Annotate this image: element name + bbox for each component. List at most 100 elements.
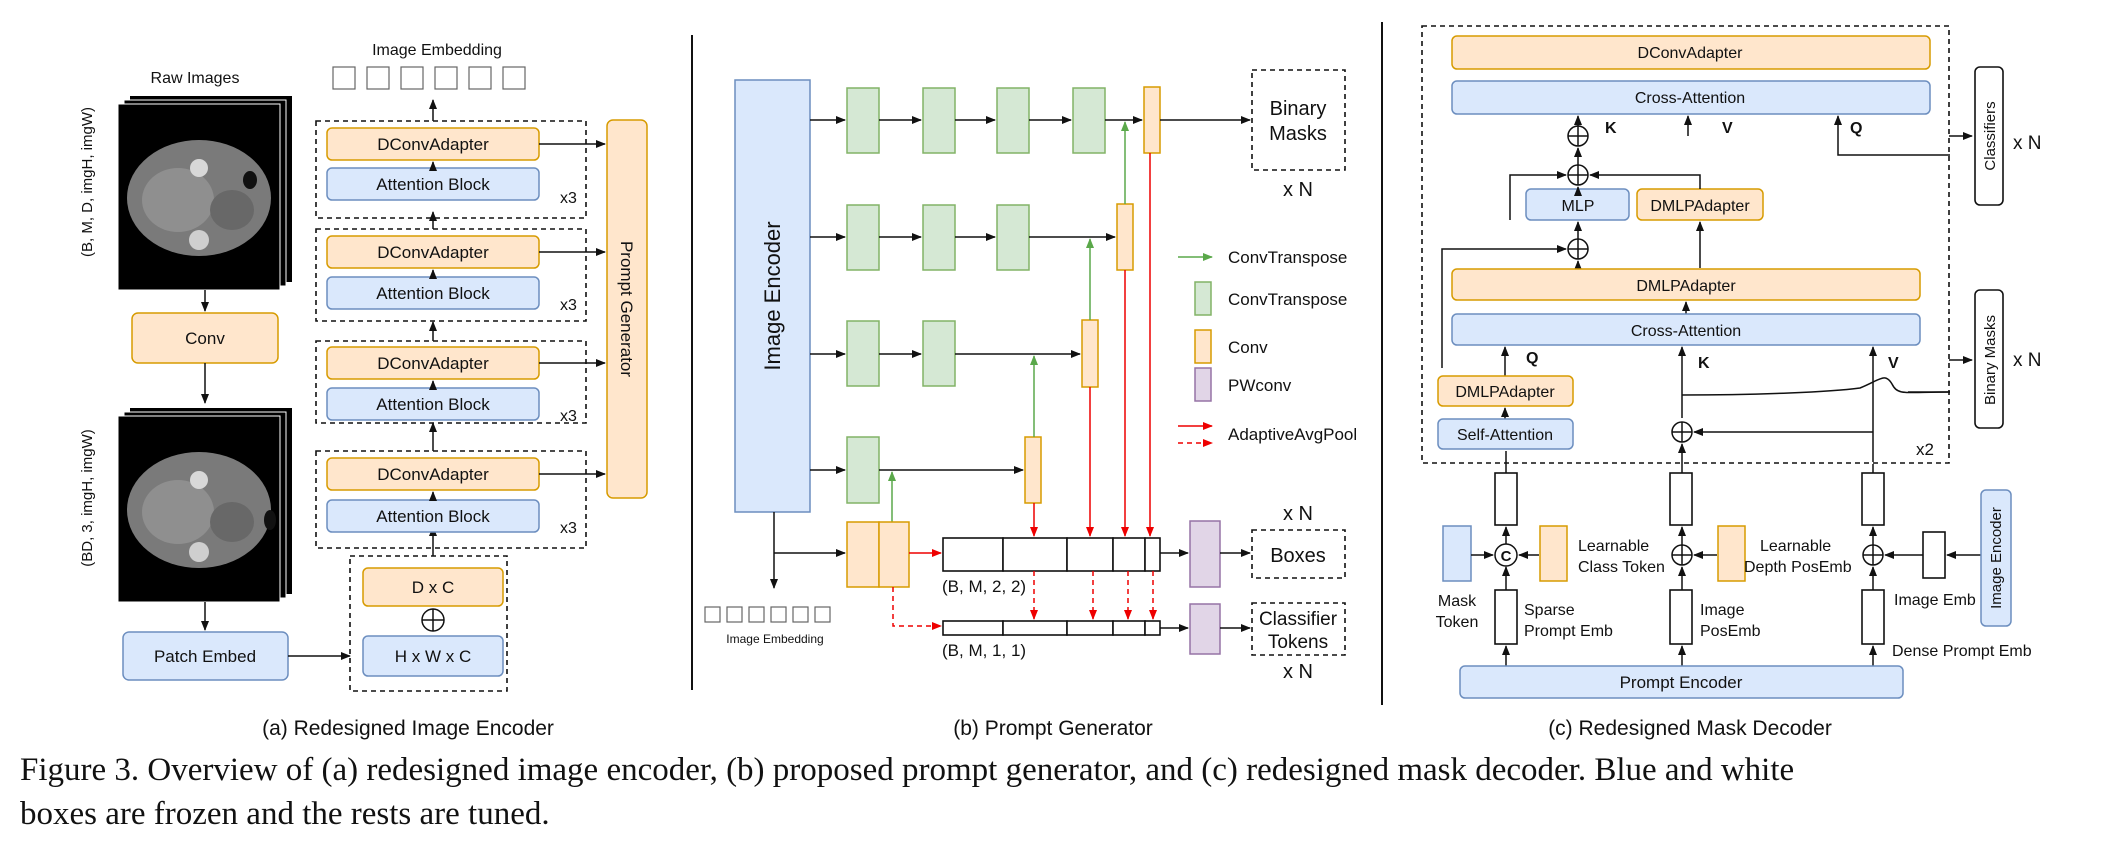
panel-b-prompt-generator: Image Encoder Binary Masks x N bbox=[704, 69, 1357, 740]
classifier-shape-label: (B, M, 1, 1) bbox=[942, 641, 1026, 660]
boxes-shape-label: (B, M, 2, 2) bbox=[942, 577, 1026, 596]
v-label: V bbox=[1722, 120, 1733, 137]
concat-label: C bbox=[1501, 548, 1512, 565]
binary-masks-label: Binary Masks bbox=[1982, 315, 1999, 405]
legend-item-adaptive-avg-pool: AdaptiveAvgPool bbox=[1228, 425, 1357, 444]
k-label: K bbox=[1605, 120, 1617, 137]
raw-ct-image-stack bbox=[117, 96, 292, 291]
hwc-box bbox=[362, 635, 504, 677]
encoder-block-2: DConvAdapter Attention Block x3 bbox=[315, 228, 587, 322]
d-x-c-label: D x C bbox=[412, 578, 455, 597]
sparse-label-1: Sparse bbox=[1524, 602, 1575, 619]
repeat-label: x3 bbox=[560, 297, 577, 314]
prompt-generator-label: Prompt Generator bbox=[617, 241, 636, 377]
dconv-adapter-label: DConvAdapter bbox=[377, 354, 489, 373]
image-embedding-label: Image Embedding bbox=[726, 632, 823, 646]
binary-masks-label-1: Binary bbox=[1270, 98, 1327, 120]
xn-label: x N bbox=[1283, 503, 1313, 525]
q-label: Q bbox=[1850, 120, 1862, 137]
architecture-diagram: Raw Images (B, M, D, imgH, imgW) Conv (B… bbox=[79, 22, 2042, 740]
dmlp-adapter-label: DMLPAdapter bbox=[1650, 198, 1750, 215]
panel-c-mask-decoder: x2 DConvAdapter Cross-Attention K V Q ML… bbox=[1421, 25, 2042, 740]
encoder-block-3: DConvAdapter Attention Block x3 bbox=[315, 340, 587, 425]
dmlp-adapter-label: DMLPAdapter bbox=[1455, 384, 1555, 401]
caption-b: (b) Prompt Generator bbox=[953, 717, 1153, 740]
encoder-block-4: DConvAdapter Attention Block x3 bbox=[315, 450, 587, 549]
k-label: K bbox=[1698, 355, 1710, 372]
image-embedding-label: Image Embedding bbox=[372, 42, 502, 59]
prompt-encoder-label: Prompt Encoder bbox=[1620, 673, 1743, 692]
legend-item-conv: Conv bbox=[1228, 338, 1268, 357]
image-pos-label-1: Image bbox=[1700, 602, 1745, 619]
conv-label: Conv bbox=[185, 329, 225, 348]
prompt-generator-box bbox=[606, 119, 648, 499]
embedding-tokens bbox=[332, 66, 526, 90]
image-encoder-label: Image Encoder bbox=[760, 221, 785, 370]
figure-caption: Figure 3. Overview of (a) redesigned ima… bbox=[20, 748, 2100, 836]
xn-label: x N bbox=[2013, 350, 2042, 371]
ct-image-stack bbox=[117, 408, 292, 603]
image-encoder-box bbox=[734, 79, 811, 513]
dconv-adapter-label: DConvAdapter bbox=[377, 465, 489, 484]
xn-label: x N bbox=[1283, 661, 1313, 683]
self-attention-label: Self-Attention bbox=[1457, 427, 1553, 444]
legend-item-conv-transpose: ConvTranspose bbox=[1228, 290, 1347, 309]
attention-block-label: Attention Block bbox=[376, 507, 490, 526]
mask-token-label-2: Token bbox=[1436, 614, 1479, 631]
dconv-adapter-label: DConvAdapter bbox=[377, 135, 489, 154]
repeat-label: x3 bbox=[560, 190, 577, 207]
legend-item-pwconv: PWconv bbox=[1228, 376, 1292, 395]
dconv-adapter-label: DConvAdapter bbox=[1638, 45, 1744, 62]
classifier-label-2: Tokens bbox=[1268, 632, 1328, 653]
figure-caption-line-1: Figure 3. Overview of (a) redesigned ima… bbox=[20, 752, 1795, 788]
image-encoder-label: Image Encoder bbox=[1988, 507, 2005, 609]
image-embedding-tokens bbox=[704, 606, 831, 623]
learnable-class-label-2: Class Token bbox=[1578, 559, 1665, 576]
image-emb-label: Image Emb bbox=[1894, 592, 1976, 609]
depth-embed-box bbox=[362, 567, 504, 607]
repeat-label: x3 bbox=[560, 520, 577, 537]
hwc-label: H x W x C bbox=[395, 647, 472, 666]
legend: ConvTranspose ConvTranspose Conv PWconv … bbox=[1178, 248, 1357, 447]
dconv-adapter-label: DConvAdapter bbox=[377, 243, 489, 262]
mask-token-label-1: Mask bbox=[1438, 593, 1477, 610]
boxes-label: Boxes bbox=[1270, 545, 1326, 567]
cross-attention-label: Cross-Attention bbox=[1635, 90, 1745, 107]
boxes-output bbox=[1251, 529, 1346, 579]
dmlp-adapter-label: DMLPAdapter bbox=[1636, 278, 1736, 295]
bd-shape-label: (BD, 3, imgH, imgW) bbox=[79, 429, 96, 567]
dense-prompt-label: Dense Prompt Emb bbox=[1892, 643, 2032, 660]
figure-caption-line-2: boxes are frozen and the rests are tuned… bbox=[20, 796, 550, 832]
binary-masks-label-2: Masks bbox=[1269, 123, 1327, 145]
classifier-tokens-output bbox=[1251, 602, 1346, 656]
raw-images-label: Raw Images bbox=[151, 70, 240, 87]
embed-sum-group bbox=[349, 555, 508, 692]
sparse-label-2: Prompt Emb bbox=[1524, 623, 1613, 640]
xn-label: x N bbox=[1283, 179, 1313, 201]
learnable-class-label-1: Learnable bbox=[1578, 538, 1649, 555]
v-label: V bbox=[1888, 355, 1899, 372]
attention-block-label: Attention Block bbox=[376, 175, 490, 194]
cross-attention-label: Cross-Attention bbox=[1631, 323, 1741, 340]
encoder-block-1: DConvAdapter Attention Block x3 bbox=[315, 120, 587, 219]
learnable-depth-label-2: Depth PosEmb bbox=[1744, 559, 1852, 576]
caption-a: (a) Redesigned Image Encoder bbox=[262, 717, 554, 740]
learnable-depth-label-1: Learnable bbox=[1760, 538, 1831, 555]
repeat-label: x3 bbox=[560, 408, 577, 425]
patch-embed-label: Patch Embed bbox=[154, 647, 256, 666]
xn-label: x N bbox=[2013, 133, 2042, 154]
raw-shape-label: (B, M, D, imgH, imgW) bbox=[79, 107, 96, 257]
classifiers-label: Classifiers bbox=[1982, 101, 1999, 170]
decoder-block-group bbox=[1421, 25, 1950, 464]
binary-masks-output bbox=[1251, 69, 1346, 171]
image-pos-label-2: PosEmb bbox=[1700, 623, 1761, 640]
legend-item-conv-transpose-arrow: ConvTranspose bbox=[1228, 248, 1347, 267]
q-label: Q bbox=[1526, 350, 1538, 367]
panel-a-image-encoder: Raw Images (B, M, D, imgH, imgW) Conv (B… bbox=[79, 42, 648, 740]
classifier-label-1: Classifier bbox=[1259, 609, 1338, 630]
x2-label: x2 bbox=[1916, 440, 1934, 459]
attention-block-label: Attention Block bbox=[376, 395, 490, 414]
caption-c: (c) Redesigned Mask Decoder bbox=[1548, 717, 1832, 740]
mlp-label: MLP bbox=[1562, 198, 1595, 215]
attention-block-label: Attention Block bbox=[376, 284, 490, 303]
